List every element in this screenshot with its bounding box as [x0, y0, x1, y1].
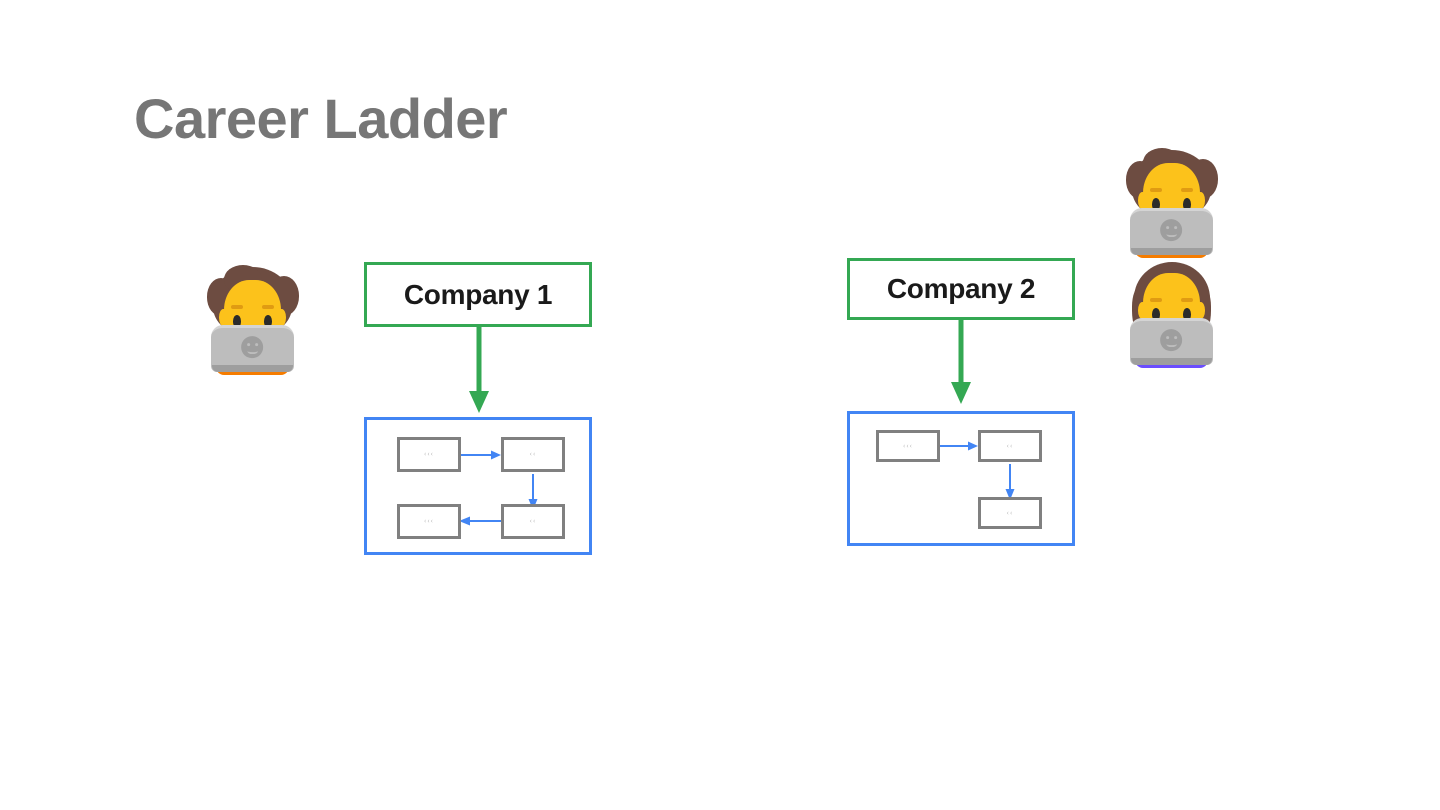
- page-title: Career Ladder: [134, 87, 508, 150]
- laptop-base: [1131, 247, 1212, 255]
- laptop-base: [212, 364, 293, 372]
- avatar-eye-right: [263, 314, 273, 328]
- company-1-label: Company 1: [403, 278, 553, 310]
- company-2-down-arrow: [951, 318, 971, 404]
- flow-node[interactable]: ‹‹‹: [397, 504, 461, 539]
- avatar-ear-left: [219, 309, 228, 326]
- smiley-eye-left: [1166, 225, 1170, 229]
- smiley-eye-left: [247, 342, 251, 346]
- avatar-brow-right: [1181, 187, 1194, 192]
- flow-node[interactable]: ‹‹‹: [397, 437, 461, 472]
- avatar-brow-left: [1149, 297, 1162, 302]
- flow-node[interactable]: ‹‹: [501, 437, 565, 472]
- avatar-eye-left: [1151, 307, 1161, 321]
- laptop-base: [1131, 357, 1212, 365]
- avatar-eye-right: [1182, 307, 1192, 321]
- laptop-smiley-icon: [1160, 219, 1183, 241]
- laptop-icon: [210, 324, 295, 372]
- flow-node[interactable]: ‹‹: [501, 504, 565, 539]
- avatar-right-top: [1124, 148, 1219, 258]
- avatar-ear-right: [1196, 192, 1205, 209]
- avatar-right-bottom: [1124, 258, 1219, 368]
- flow-node[interactable]: ‹‹‹: [876, 430, 940, 462]
- avatar-ear-left: [1138, 192, 1147, 209]
- smiley-eye-right: [254, 342, 258, 346]
- flow-node-label: ‹‹‹: [424, 450, 434, 458]
- woman-technologist-icon: [1124, 258, 1219, 368]
- avatar-ear-left: [1138, 302, 1147, 319]
- company-2-label: Company 2: [886, 273, 1036, 304]
- smiley-eye-left: [1166, 335, 1170, 339]
- company-2-flow-container: ‹‹‹ ‹‹ ‹‹: [847, 411, 1075, 546]
- technologist-icon: [205, 265, 300, 375]
- flow-node-label: ‹‹: [1006, 441, 1014, 450]
- flow-node-label: ‹‹‹: [424, 517, 434, 525]
- smiley-eye-right: [1173, 335, 1177, 339]
- avatar-brow-right: [262, 304, 275, 309]
- flow-node[interactable]: ‹‹: [978, 430, 1042, 462]
- avatar-ear-right: [277, 309, 286, 326]
- avatar-brow-left: [1149, 187, 1162, 192]
- flow-node-label: ‹‹: [529, 450, 537, 458]
- avatar-eye-left: [1151, 197, 1161, 211]
- flow-node-label: ‹‹‹: [903, 441, 913, 450]
- avatar-eye-right: [1182, 197, 1192, 211]
- company-1-flow-container: ‹‹‹ ‹‹ ‹‹ ‹‹‹: [364, 417, 592, 555]
- avatar-eye-left: [232, 314, 242, 328]
- avatar-ear-right: [1196, 302, 1205, 319]
- avatar-brow-right: [1181, 297, 1194, 302]
- laptop-smiley-icon: [241, 336, 264, 358]
- company-2-box[interactable]: Company 2: [847, 258, 1075, 320]
- smiley-mouth: [1166, 230, 1177, 237]
- laptop-smiley-icon: [1160, 329, 1183, 351]
- smiley-eye-right: [1173, 225, 1177, 229]
- flow-node[interactable]: ‹‹: [978, 497, 1042, 529]
- flow-node-label: ‹‹: [1006, 508, 1014, 517]
- flow-node-label: ‹‹: [529, 517, 537, 525]
- company-1-down-arrow: [469, 325, 489, 413]
- technologist-icon: [1124, 148, 1219, 258]
- laptop-icon: [1129, 207, 1214, 255]
- smiley-mouth: [1166, 340, 1177, 347]
- smiley-mouth: [247, 347, 258, 354]
- laptop-icon: [1129, 317, 1214, 365]
- avatar-left: [205, 265, 300, 375]
- avatar-brow-left: [230, 304, 243, 309]
